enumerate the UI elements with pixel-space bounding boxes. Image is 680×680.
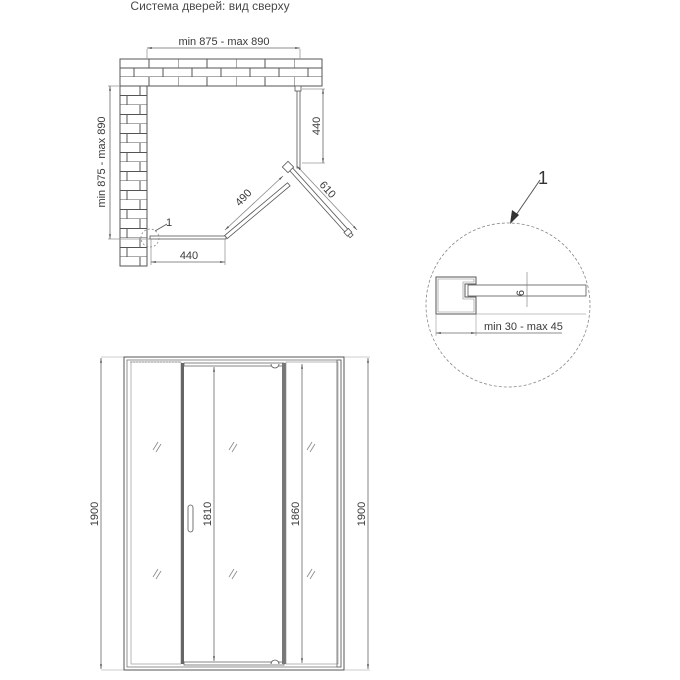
- right-fixed-panel-label: 440: [311, 117, 323, 135]
- total-height-left-label: 1900: [89, 502, 101, 526]
- diagram-title: Система дверей: вид сверху: [130, 0, 290, 13]
- callout-number: 1: [166, 217, 172, 229]
- detail-view: 1 6 min 30 - max 45: [425, 168, 591, 388]
- width-dimension-label: min 875 - max 890: [178, 36, 269, 48]
- left-fixed-panel-label: 440: [180, 250, 198, 262]
- glass-thickness-label: 6: [515, 290, 527, 296]
- front-view: 1900 1810 1860 1900: [89, 356, 370, 671]
- detail-callout-number: 1: [538, 168, 548, 188]
- top-view: min 875 - max 890 min 875 - max 890 440 …: [96, 36, 358, 267]
- total-height-right-label: 1900: [356, 502, 368, 526]
- detail-circle: [425, 222, 591, 388]
- profile-adjustment-label: min 30 - max 45: [484, 321, 563, 333]
- depth-dimension-label: min 875 - max 890: [96, 116, 108, 207]
- top-brick-wall: [119, 58, 323, 87]
- door-height-label: 1810: [202, 502, 214, 526]
- glass-marks: [152, 441, 316, 580]
- detail-callout-circle[interactable]: [140, 228, 160, 248]
- left-brick-wall: [119, 85, 148, 267]
- door-handle: [187, 504, 194, 533]
- fixed-panel-height-label: 1860: [290, 502, 302, 526]
